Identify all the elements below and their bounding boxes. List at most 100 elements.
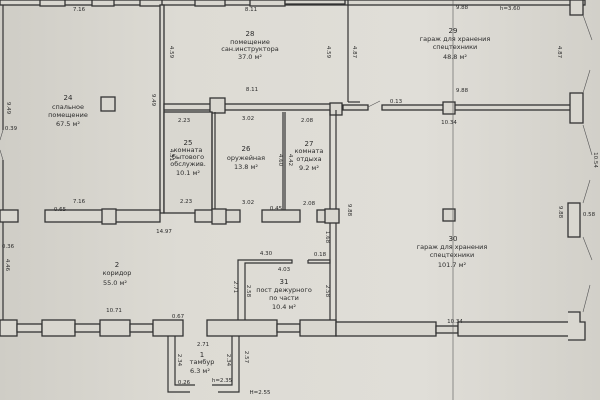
- dimension-label: 3.02: [242, 200, 254, 206]
- room-area: 101.7 м²: [438, 261, 467, 269]
- room-name: тамбур: [190, 358, 215, 366]
- dimension-label: 4.87: [351, 46, 357, 59]
- dimension-label: 14.97: [156, 229, 172, 235]
- dimension-label: 3.02: [242, 116, 254, 122]
- dimension-label: 4.60: [277, 154, 283, 167]
- dimension-label: 2.08: [301, 118, 314, 124]
- room-number: 2: [115, 261, 119, 269]
- room-number: 29: [449, 27, 458, 35]
- room-name: спецтехники: [430, 251, 475, 259]
- room-1: 1 тамбур 6.3 м² h=2.35: [190, 351, 233, 384]
- dimension-label: 0.18: [314, 252, 327, 258]
- dimension-label: 4.42: [287, 154, 293, 166]
- room-number: 24: [64, 94, 73, 102]
- room-name: гараж для хранения: [417, 243, 488, 251]
- dimension-label: 0.26: [178, 380, 191, 386]
- room-number: 1: [200, 351, 204, 359]
- dimension-label: 4.87: [556, 46, 562, 59]
- dimension-label: 9.49: [5, 102, 11, 115]
- dimension-label: 2.58: [324, 285, 330, 298]
- dimension-label: 10.71: [106, 308, 122, 314]
- dimension-label: 2.34: [176, 354, 182, 367]
- room-name: оружейная: [227, 154, 265, 162]
- dimension-label: 0.13: [390, 99, 403, 105]
- dimension-label: 2.34: [225, 354, 231, 367]
- room-height: h=2.35: [212, 378, 233, 384]
- room-name: бытового: [172, 153, 204, 161]
- dimension-label: 9.88: [456, 5, 469, 11]
- dimension-label: 2.57: [243, 351, 249, 364]
- room-name: комната: [295, 147, 324, 155]
- room-31: 31 пост дежурного по части 10.4 м²: [256, 278, 312, 311]
- dimension-label: 0.36: [2, 244, 15, 250]
- room-25: 25 комната бытового обслужив. 10.1 м²: [170, 139, 206, 177]
- dimension-label: 2.08: [303, 201, 316, 207]
- room-number: 30: [449, 235, 458, 243]
- room-name: помещение: [48, 111, 88, 119]
- room-2: 2 коридор 55.0 м²: [103, 261, 132, 287]
- dimension-label: 0.45: [270, 206, 283, 212]
- dimension-label: 9.49: [150, 94, 156, 107]
- dimension-label: 8.11: [245, 7, 257, 13]
- room-number: 27: [305, 140, 314, 148]
- room-name: обслужив.: [170, 160, 206, 168]
- room-24: 24 спальное помещение 67.5 м²: [48, 94, 88, 128]
- room-name: спальное: [52, 103, 84, 111]
- height-label: H=2.55: [250, 390, 271, 396]
- dimension-label: 0.67: [172, 314, 185, 320]
- room-area: 37.0 м²: [238, 53, 262, 61]
- room-area: 9.2 м²: [299, 164, 319, 172]
- room-name: спецтехники: [433, 43, 478, 51]
- room-30: 30 гараж для хранения спецтехники 101.7 …: [417, 235, 488, 269]
- dimension-label: 10.34: [441, 120, 457, 126]
- dimension-label: 2.23: [178, 118, 191, 124]
- dimension-label: 4.30: [260, 251, 273, 257]
- dimension-label: 10.34: [447, 319, 463, 325]
- dimension-label: 1.68: [324, 231, 330, 244]
- room-name: помещение: [230, 38, 270, 46]
- room-area: 13.8 м²: [234, 163, 258, 171]
- room-name: коридор: [103, 269, 132, 277]
- room-name: гараж для хранения: [420, 35, 491, 43]
- dimension-label: 4.59: [168, 46, 174, 59]
- dimension-label: 0.39: [5, 126, 18, 132]
- dimension-label: 7.16: [73, 199, 86, 205]
- room-area: 10.1 м²: [176, 169, 200, 177]
- room-area: 67.5 м²: [56, 120, 80, 128]
- dimension-label: 8.11: [246, 87, 258, 93]
- room-26: 26 оружейная 13.8 м²: [227, 145, 265, 171]
- room-name: комната: [174, 146, 203, 154]
- room-number: 25: [184, 139, 193, 147]
- dimension-label: 0.58: [583, 212, 596, 218]
- dimension-label: 4.59: [325, 46, 331, 59]
- room-area: 6.3 м²: [190, 367, 210, 375]
- dimension-label: 4.51: [168, 149, 174, 161]
- height-label: h=3.60: [500, 6, 521, 12]
- dimension-label: 4.46: [4, 259, 10, 272]
- dimensions: 7.16 8.11 9.88 4.59 4.59 4.87 4.87 9.49 …: [2, 5, 598, 386]
- dimension-label: 7.16: [73, 7, 86, 13]
- dimension-label: 2.23: [180, 199, 193, 205]
- dimension-label: 2.71: [232, 281, 238, 293]
- room-area: 10.4 м²: [272, 303, 296, 311]
- room-number: 28: [246, 30, 255, 38]
- room-name: отдыха: [296, 155, 321, 163]
- room-number: 26: [242, 145, 251, 153]
- dimension-label: 0.65: [54, 207, 67, 213]
- room-area: 55.0 м²: [103, 279, 127, 287]
- room-28: 28 помещение сан.инструктора 37.0 м²: [221, 30, 278, 61]
- room-number: 31: [280, 278, 289, 286]
- room-29: 29 гараж для хранения спецтехники 48.8 м…: [420, 27, 491, 61]
- dimension-label: 9.88: [456, 88, 469, 94]
- room-name: сан.инструктора: [221, 45, 278, 53]
- dimension-label: 9.88: [346, 204, 352, 217]
- dimension-label: 4.03: [278, 267, 291, 273]
- dimension-label: 2.71: [197, 342, 209, 348]
- room-name: по части: [269, 294, 299, 302]
- dimension-label: 2.58: [245, 285, 251, 298]
- room-area: 48.8 м²: [443, 53, 467, 61]
- dimension-label: 10.54: [592, 152, 598, 168]
- dimension-label: 9.88: [557, 206, 563, 219]
